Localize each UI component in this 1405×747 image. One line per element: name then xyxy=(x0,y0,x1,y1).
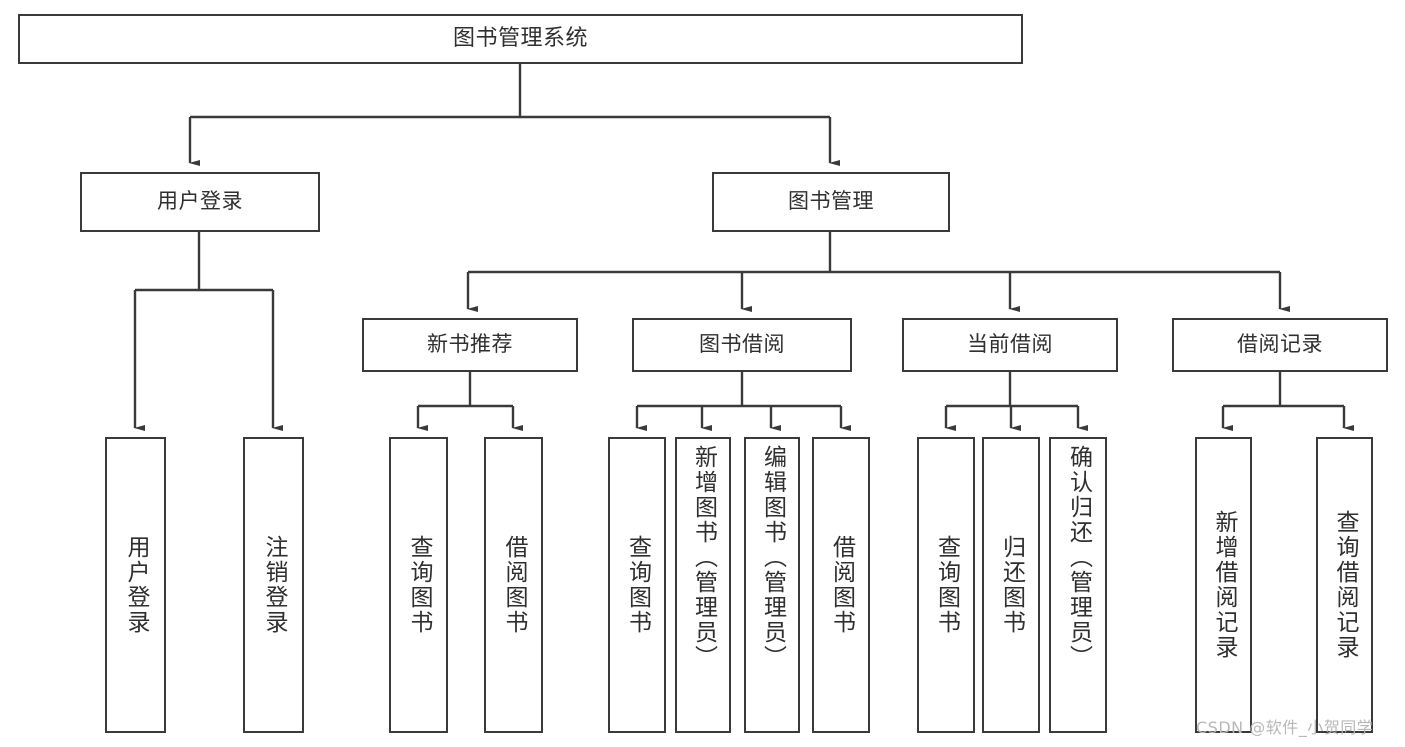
node-new-book-recommend[interactable]: 新书推荐 xyxy=(362,318,578,372)
leaf-query-book-borrow[interactable]: 查询图书 xyxy=(608,437,666,733)
leaf-query-borrow-record[interactable]: 查询借阅记录 xyxy=(1316,437,1373,733)
node-label: 查询图书 xyxy=(933,535,960,635)
node-label: 用户登录 xyxy=(123,535,149,635)
node-root-system[interactable]: 图书管理系统 xyxy=(18,14,1023,64)
node-current-borrow[interactable]: 当前借阅 xyxy=(902,318,1118,372)
node-label: 归还图书 xyxy=(998,535,1025,635)
leaf-add-borrow-record[interactable]: 新增借阅记录 xyxy=(1195,437,1252,733)
node-label: 新增借阅记录 xyxy=(1211,510,1237,660)
leaf-user-login[interactable]: 用户登录 xyxy=(105,437,166,733)
node-book-borrow[interactable]: 图书借阅 xyxy=(632,318,852,372)
node-book-management[interactable]: 图书管理 xyxy=(712,172,950,232)
node-label: 图书借阅 xyxy=(699,332,785,357)
leaf-borrow-book-borrow[interactable]: 借阅图书 xyxy=(812,437,870,733)
node-label: 当前借阅 xyxy=(967,332,1053,357)
node-label: 图书管理 xyxy=(788,189,874,214)
node-label: 借阅图书 xyxy=(501,535,527,635)
node-label: 图书管理系统 xyxy=(452,25,588,51)
leaf-borrow-book-newbook[interactable]: 借阅图书 xyxy=(484,437,543,733)
node-label: 确认归还（管理员） xyxy=(1065,445,1092,670)
node-borrow-record[interactable]: 借阅记录 xyxy=(1172,318,1388,372)
node-label: 查询图书 xyxy=(624,535,651,635)
node-label: 新书推荐 xyxy=(427,332,513,357)
node-label: 新增图书（管理员） xyxy=(690,445,717,670)
node-label: 借阅记录 xyxy=(1237,332,1323,357)
leaf-add-book-admin[interactable]: 新增图书（管理员） xyxy=(675,437,731,733)
leaf-edit-book-admin[interactable]: 编辑图书（管理员） xyxy=(744,437,800,733)
node-label: 编辑图书（管理员） xyxy=(759,445,786,670)
node-label: 借阅图书 xyxy=(828,535,855,635)
node-label: 注销登录 xyxy=(261,535,287,635)
leaf-return-book[interactable]: 归还图书 xyxy=(982,437,1040,733)
node-label: 查询图书 xyxy=(406,535,432,635)
leaf-query-book-current[interactable]: 查询图书 xyxy=(917,437,975,733)
node-label: 查询借阅记录 xyxy=(1332,510,1358,660)
leaf-confirm-return-admin[interactable]: 确认归还（管理员） xyxy=(1049,437,1107,733)
leaf-query-book-newbook[interactable]: 查询图书 xyxy=(389,437,448,733)
node-user-login[interactable]: 用户登录 xyxy=(80,172,320,232)
node-label: 用户登录 xyxy=(157,189,243,214)
watermark-text: CSDN @软件_小贺同学 xyxy=(1196,718,1374,737)
leaf-user-logout[interactable]: 注销登录 xyxy=(243,437,304,733)
